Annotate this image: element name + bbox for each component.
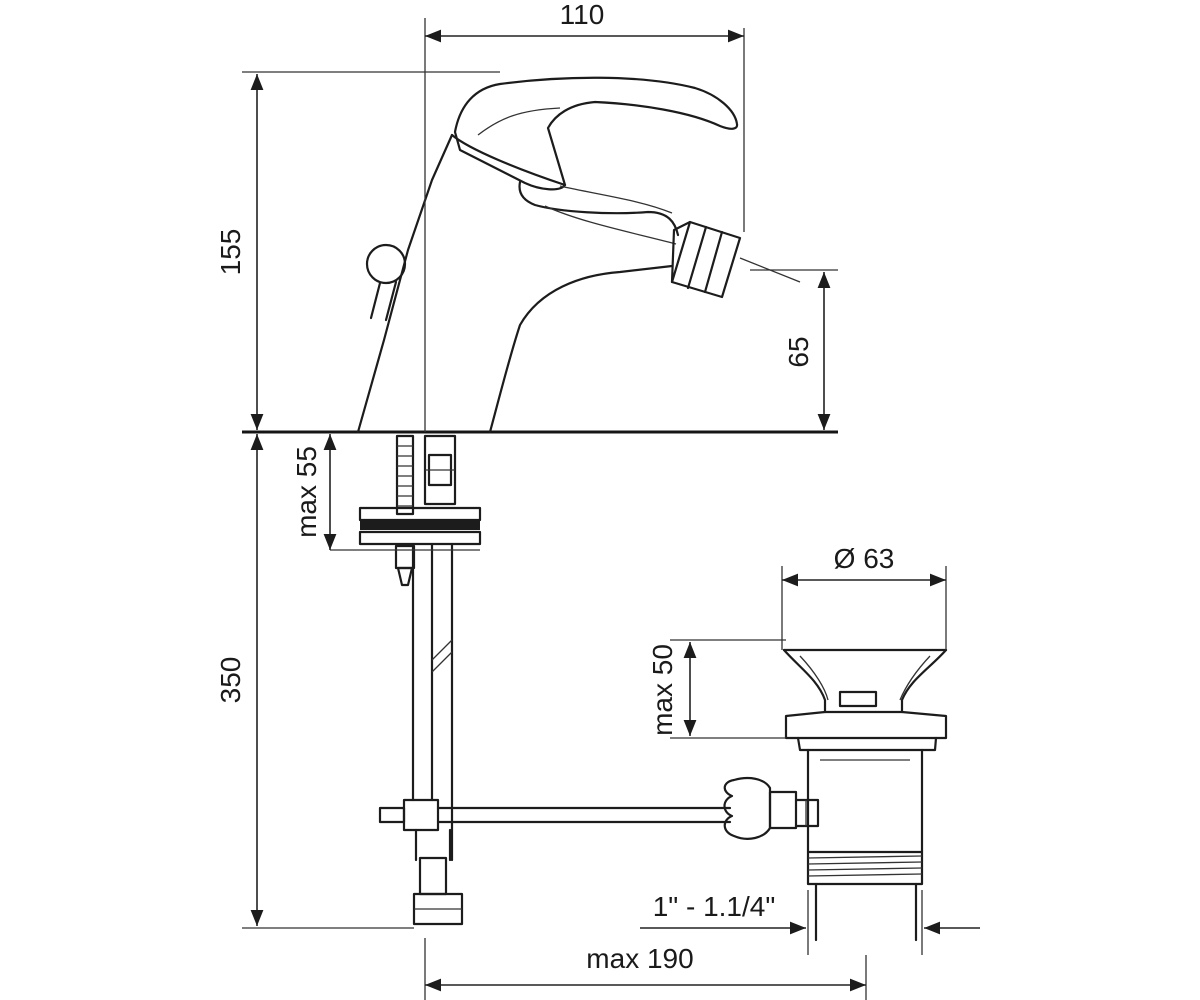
- faucet-body: [242, 76, 838, 434]
- waste-flange: [782, 648, 948, 714]
- under-deck-assembly: [358, 434, 732, 926]
- label-height-65: 65: [783, 336, 814, 367]
- popup-waste: [723, 648, 948, 942]
- mounting-nut: [394, 544, 416, 587]
- supply-pipe: [411, 542, 454, 862]
- label-max-50: max 50: [647, 644, 678, 736]
- label-max-190: max 190: [586, 943, 693, 974]
- popup-rod-knob: [365, 243, 407, 322]
- supply-fitting: [423, 434, 457, 506]
- lever-handle: [453, 76, 739, 191]
- aerator-nozzle: [670, 220, 801, 299]
- label-diameter-63: Ø 63: [834, 543, 895, 574]
- pivot-nut: [723, 777, 820, 840]
- spout: [518, 180, 680, 237]
- pipe-bottom-fitting: [412, 856, 464, 926]
- label-max-55: max 55: [291, 446, 322, 538]
- label-height-155: 155: [215, 229, 246, 276]
- waste-thread: [806, 850, 924, 886]
- label-width-110: 110: [560, 0, 605, 30]
- popup-connecting-rod: [378, 798, 732, 832]
- label-thread-size: 1" - 1.1/4": [653, 891, 776, 922]
- threaded-stud: [395, 434, 415, 516]
- label-length-350: 350: [215, 657, 246, 704]
- dimension-labels: 110 155 65 max 55 350 Ø 63 max 50 1" - 1…: [215, 0, 894, 974]
- mounting-washer: [358, 506, 482, 546]
- dimension-lines: [242, 18, 980, 1000]
